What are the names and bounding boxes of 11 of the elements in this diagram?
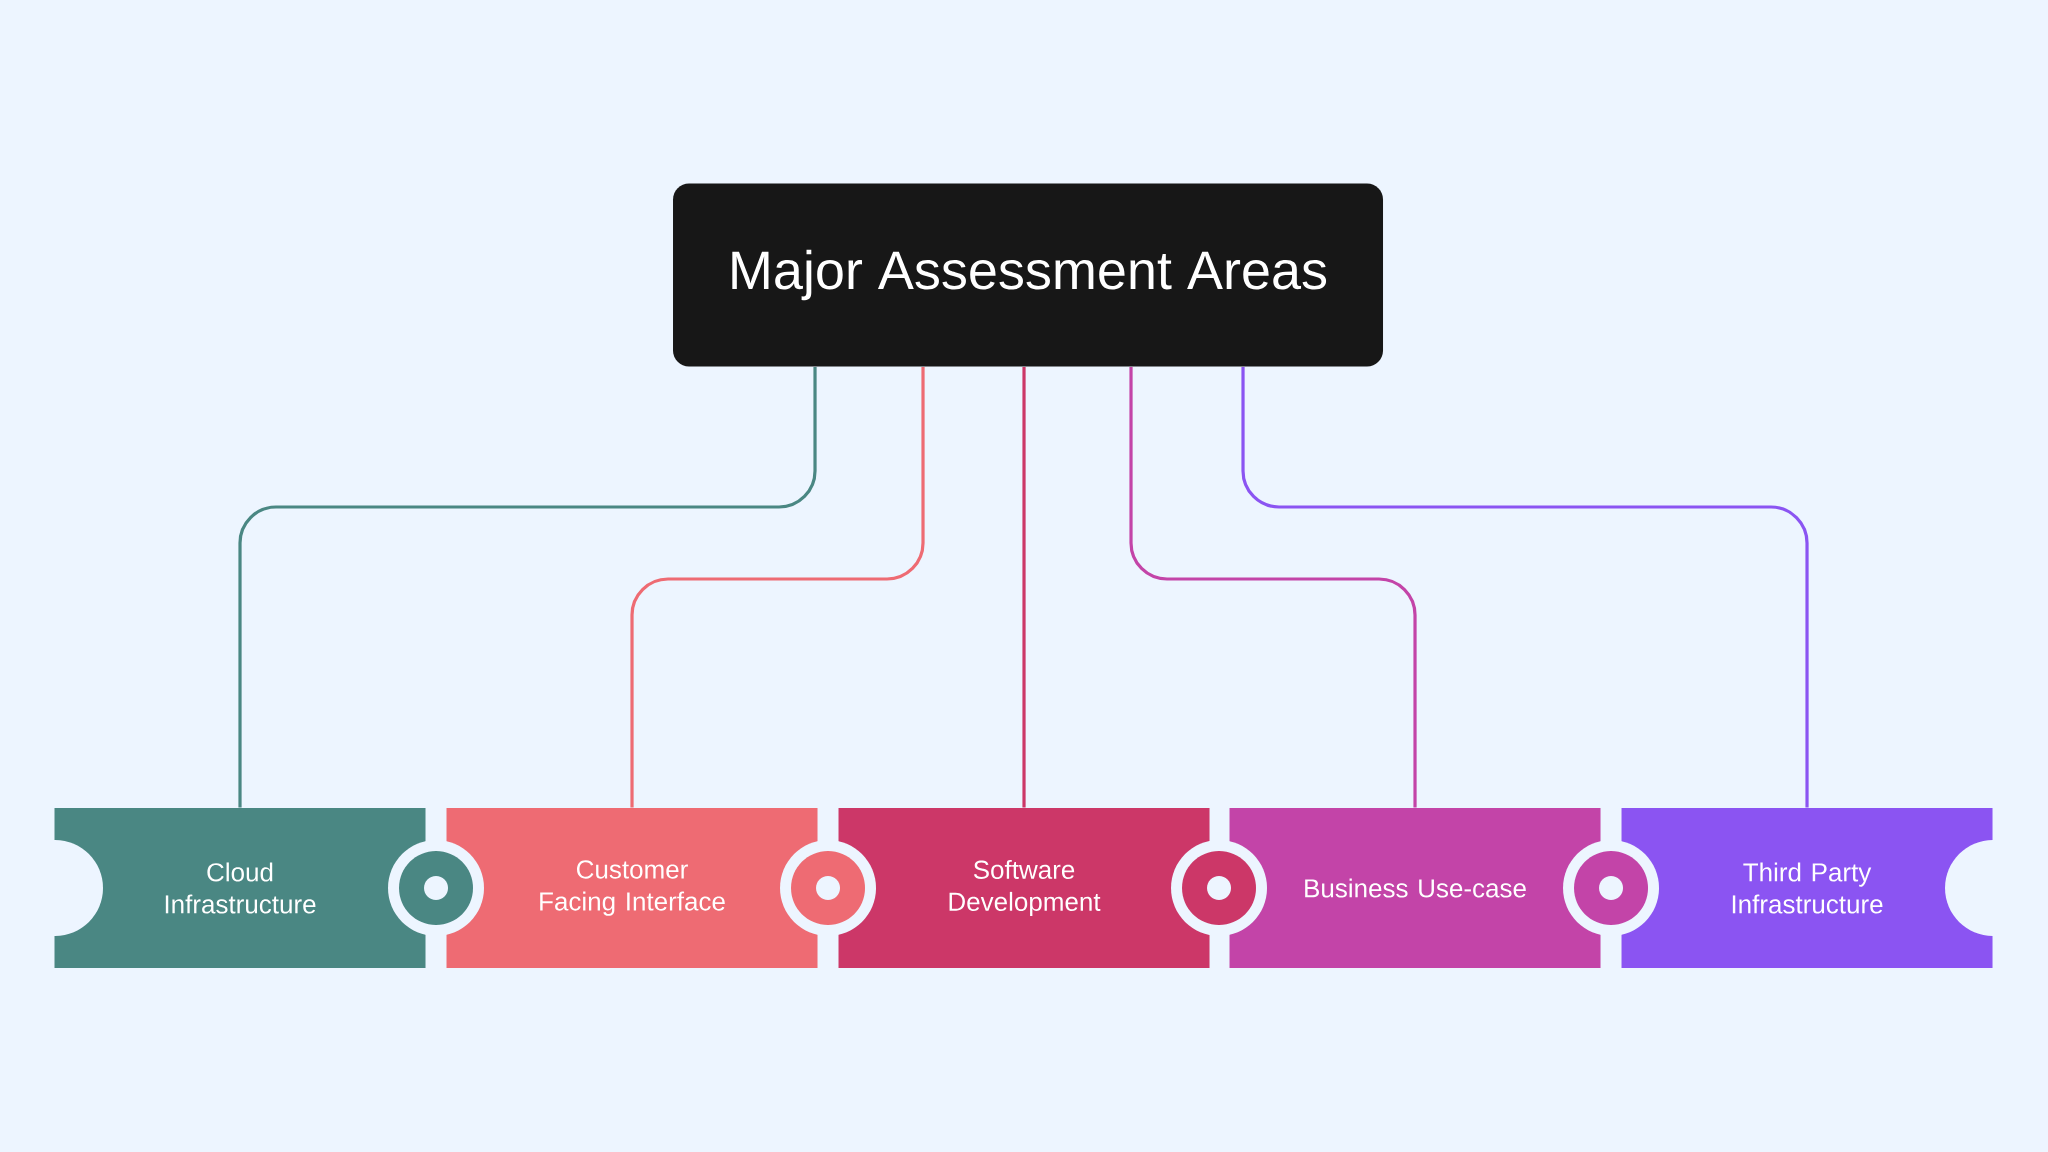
connector-line <box>1022 366 1026 808</box>
title-box: Major Assessment Areas <box>673 183 1383 367</box>
area-box: Software Development <box>838 808 1210 968</box>
connector-line <box>1241 366 1809 808</box>
area-box: Customer Facing Interface <box>446 808 818 968</box>
connector-line <box>630 366 925 808</box>
area-box: Cloud Infrastructure <box>7 808 426 968</box>
area-box: Business Use-case <box>1229 808 1601 968</box>
connector-line <box>1129 366 1417 808</box>
connector-line <box>238 366 817 808</box>
area-box: Third Party Infrastructure <box>1621 808 2041 968</box>
